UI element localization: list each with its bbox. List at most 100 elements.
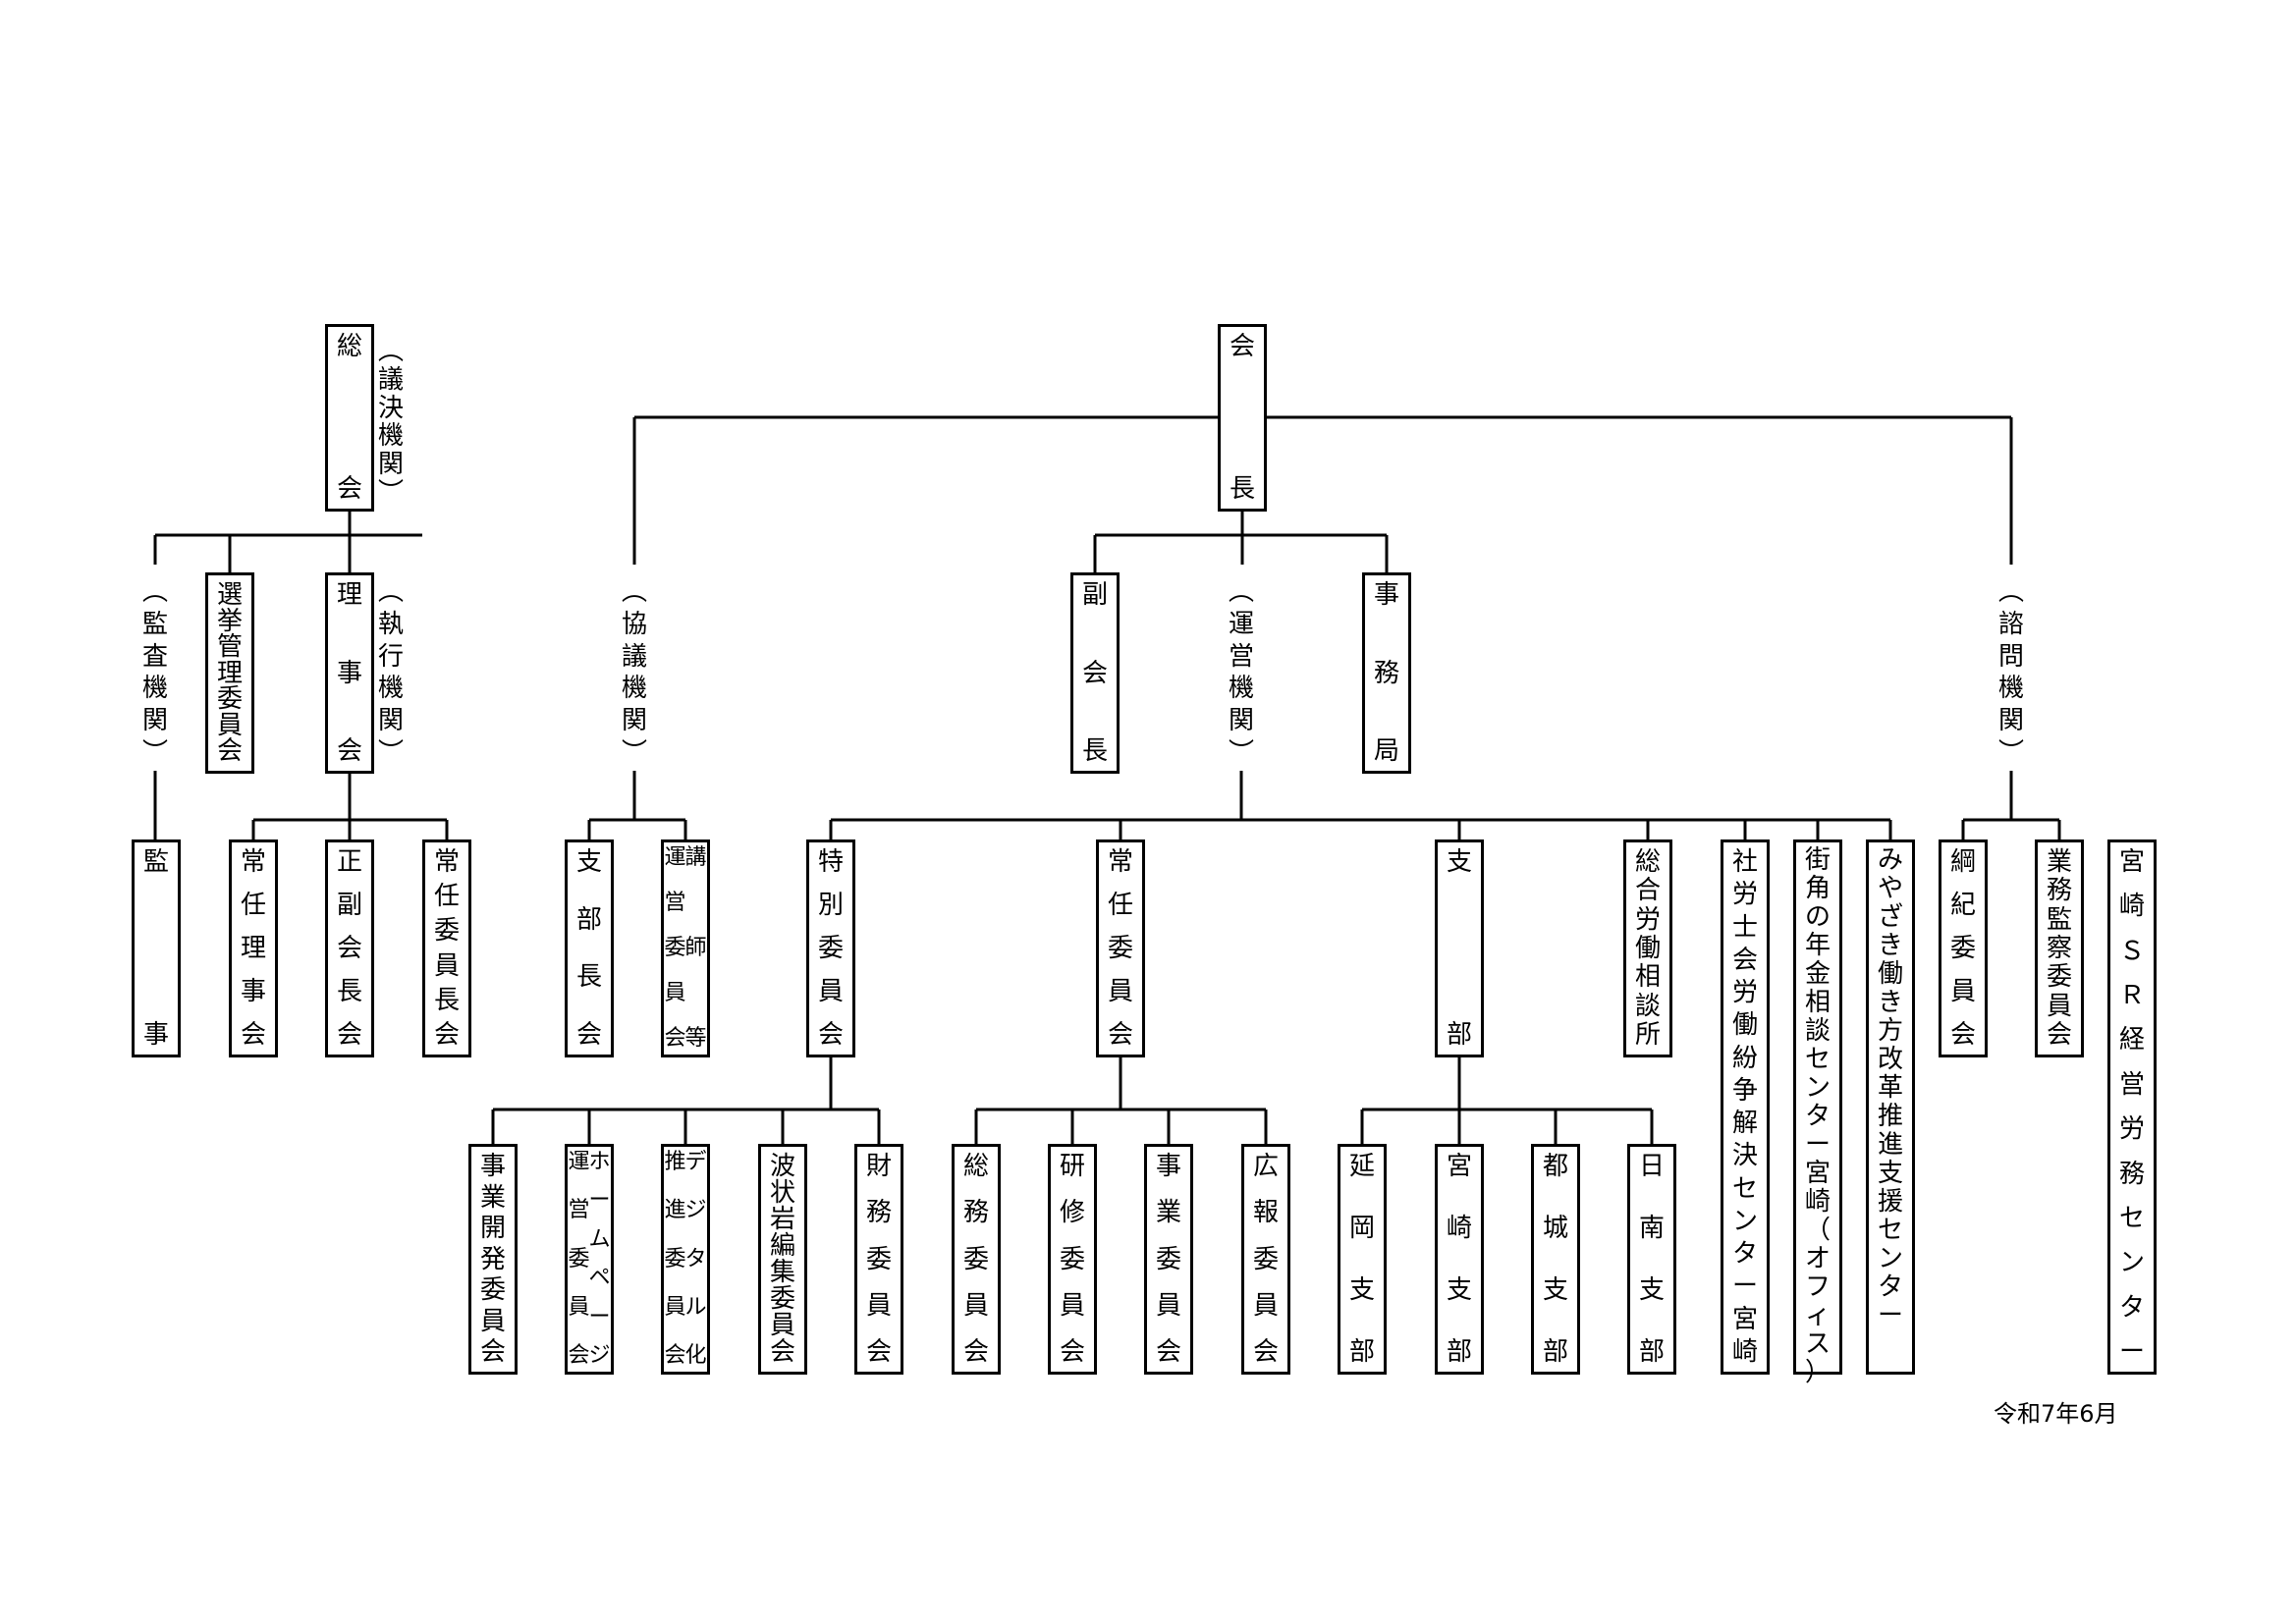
box-gyoumu-kansa-iinkai [2035, 839, 2084, 1057]
box-machikado-nenkin-char: （ [1804, 1216, 1831, 1245]
box-homepage-unei-iinkai-right-char: ホ [588, 1150, 611, 1174]
box-jimukyoku-char: 務 [1373, 658, 1399, 688]
box-soumu-iinkai-char: 委 [962, 1244, 989, 1274]
box-jounin-rijikai-text: 常任理事会 [229, 849, 278, 1048]
box-homepage-unei-iinkai-left-text: 運営委員会 [567, 1152, 591, 1367]
box-homepage-unei-iinkai-right-char: ー [588, 1304, 611, 1329]
box-machikado-nenkin [1793, 839, 1842, 1375]
box-miyazaki-hatarakikata-char: 援 [1877, 1187, 1903, 1217]
box-miyakonojou-shibu-char: 支 [1542, 1275, 1568, 1305]
box-rijikai [325, 572, 374, 774]
box-jounin-rijikai-char: 任 [240, 891, 266, 920]
box-koushi-unei-iinkai-left-text: 運営委員会 [663, 847, 687, 1050]
box-kenshuu-iinkai-char: 員 [1059, 1290, 1085, 1321]
box-homepage-unei-iinkai-left-char: 運 [568, 1150, 590, 1174]
box-jigyou-iinkai-char: 業 [1155, 1198, 1181, 1228]
box-jounin-iinchoukai-char: 任 [433, 882, 460, 912]
box-machikado-nenkin-char: 談 [1804, 1016, 1831, 1046]
box-sharoushi-center-char: ン [1731, 1206, 1758, 1236]
box-kouhou-iinkai-char: 委 [1252, 1244, 1279, 1274]
label-unei-kikan-char: 関 [1228, 706, 1254, 736]
box-koushi-unei-iinkai [661, 839, 710, 1057]
box-zaimu-iinkai-char: 財 [865, 1152, 892, 1181]
box-koushi-unei-iinkai-right-text: 講師等 [683, 847, 708, 1050]
box-nobeoka-shibu-char: 岡 [1348, 1214, 1375, 1243]
box-jounin-rijikai-char: 事 [240, 977, 266, 1006]
box-jounin-iinkai-char: 常 [1107, 847, 1133, 877]
box-senkyo-kanri-iinkai-text: 選挙管理委員会 [205, 582, 254, 764]
box-fukukaichou-text: 副会長 [1070, 582, 1120, 764]
box-machikado-nenkin-char: 宮 [1804, 1159, 1831, 1188]
box-kouhou-iinkai-char: 会 [1252, 1337, 1279, 1367]
box-miyazaki-shibu [1435, 1144, 1484, 1375]
box-machikado-nenkin-char: ン [1804, 1073, 1831, 1103]
box-kenshuu-iinkai-char: 会 [1059, 1337, 1085, 1367]
box-kanji-text: 監事 [132, 849, 181, 1048]
box-kouhou-iinkai-char: 広 [1252, 1152, 1279, 1181]
box-miyazaki-hatarakikata-char: 革 [1877, 1073, 1903, 1103]
box-sharoushi-center-char: 会 [1731, 945, 1758, 975]
label-unei-kikan-char: 営 [1228, 641, 1254, 672]
box-miyazaki-sr-char: ー [2118, 1336, 2145, 1367]
box-nichinan-shibu [1627, 1144, 1676, 1375]
box-soukai-char: 総 [336, 332, 362, 361]
box-jigyou-iinkai-char: 員 [1155, 1290, 1181, 1321]
box-gyoumu-kansa-iinkai-char: 業 [2046, 847, 2072, 877]
box-homepage-unei-iinkai-right-char: ジ [588, 1342, 611, 1368]
box-shibuchoukai-char: 部 [575, 904, 602, 935]
box-senkyo-kanri-iinkai-char: 管 [216, 632, 243, 662]
box-senkyo-kanri-iinkai-char: 員 [216, 710, 243, 740]
box-senkyo-kanri-iinkai [205, 572, 254, 774]
box-kaichou-char: 長 [1229, 474, 1255, 504]
box-soumu-iinkai-text: 総務委員会 [952, 1154, 1001, 1365]
box-miyazaki-sr-char: 崎 [2118, 892, 2145, 922]
label-unei-kikan-char: ︶ [1228, 737, 1254, 768]
box-jigyou-kaihatsu-iinkai-text: 事業開発委員会 [468, 1154, 518, 1365]
box-jigyou-iinkai [1144, 1144, 1193, 1375]
box-kouki-iinkai-char: 委 [1949, 934, 1976, 963]
box-soumu-iinkai-char: 総 [962, 1152, 989, 1181]
box-sharoushi-center-char: 崎 [1731, 1336, 1758, 1367]
box-miyazaki-shibu-char: 宮 [1446, 1152, 1472, 1181]
box-sougou-roudou-soudansho [1623, 839, 1672, 1057]
box-nobeoka-shibu-char: 部 [1348, 1337, 1375, 1367]
box-sharoushi-center-char: 労 [1731, 880, 1758, 910]
box-digital-suishin-iinkai-left-text: 推進委員会 [663, 1152, 687, 1367]
box-hajouiwa-henshuu-iinkai [758, 1144, 807, 1375]
box-miyazaki-sr-char: セ [2118, 1203, 2145, 1233]
box-digital-suishin-iinkai-right-char: ル [684, 1294, 707, 1320]
box-gyoumu-kansa-iinkai-char: 監 [2046, 904, 2072, 935]
box-sougou-roudou-soudansho-text: 総合労働相談所 [1623, 849, 1672, 1048]
box-sei-fuku-kaichoukai-char: 会 [336, 1020, 362, 1050]
box-koushi-unei-iinkai-left-char: 員 [664, 981, 686, 1005]
box-senkyo-kanri-iinkai-char: 委 [216, 684, 243, 714]
box-senkyo-kanri-iinkai-char: 会 [216, 736, 243, 766]
box-hajouiwa-henshuu-iinkai-char: 員 [769, 1311, 795, 1340]
label-shikkou-kikan-char: 機 [377, 674, 404, 704]
box-sharoushi-center-char: 宮 [1731, 1304, 1758, 1334]
box-tokubetsu-iinkai-text: 特別委員会 [806, 849, 855, 1048]
label-unei-kikan-char: ︵ [1228, 577, 1254, 607]
box-sharoushi-center [1721, 839, 1770, 1375]
box-tokubetsu-iinkai-char: 会 [817, 1020, 844, 1050]
box-machikado-nenkin-char: ー [1804, 1130, 1831, 1160]
box-miyazaki-hatarakikata-char: タ [1877, 1272, 1903, 1302]
label-kyougi-kikan-char: ︶ [621, 737, 647, 768]
box-koushi-unei-iinkai-right-char: 等 [684, 1026, 707, 1051]
box-sougou-roudou-soudansho-char: 総 [1634, 847, 1661, 877]
box-miyazaki-hatarakikata-char: み [1877, 845, 1903, 875]
box-jigyou-kaihatsu-iinkai-char: 開 [479, 1214, 506, 1243]
box-zaimu-iinkai-char: 務 [865, 1198, 892, 1228]
box-miyazaki-sr-char: 務 [2118, 1159, 2145, 1189]
box-jigyou-kaihatsu-iinkai-char: 委 [479, 1275, 506, 1305]
box-shibu-char: 支 [1446, 847, 1472, 877]
label-unei-kikan-char: 運 [1228, 609, 1254, 639]
box-tokubetsu-iinkai-char: 特 [817, 847, 844, 877]
box-senkyo-kanri-iinkai-char: 挙 [216, 606, 243, 636]
box-sharoushi-center-char: 解 [1731, 1109, 1758, 1139]
box-hajouiwa-henshuu-iinkai-char: 編 [769, 1231, 795, 1261]
box-machikado-nenkin-char: 角 [1804, 874, 1831, 903]
label-kansa-kikan-char: 関 [141, 706, 168, 736]
box-hajouiwa-henshuu-iinkai-char: 状 [769, 1178, 795, 1208]
box-sharoushi-center-text: 社労士会労働紛争解決センター宮崎 [1721, 849, 1770, 1365]
